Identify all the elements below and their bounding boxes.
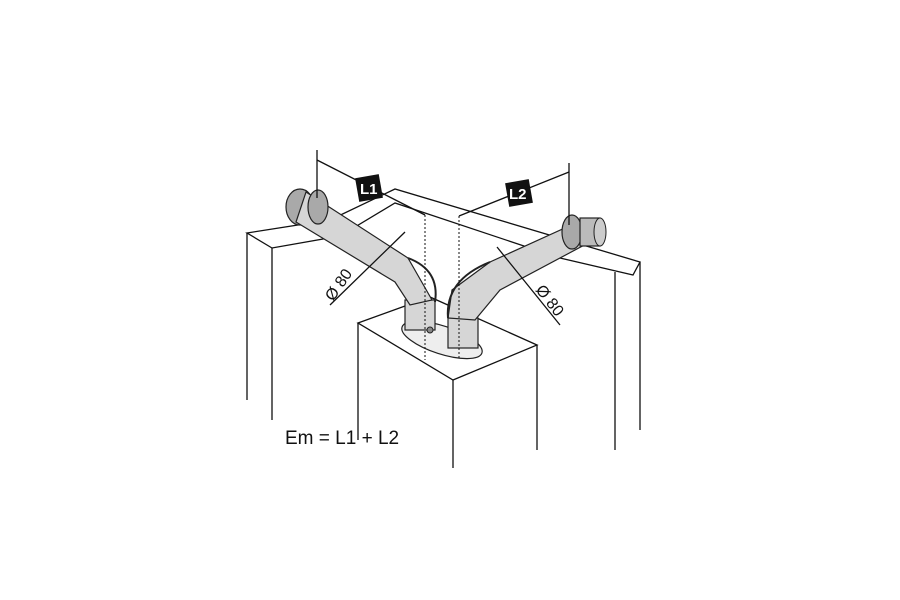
dimension-l2: L2: [458, 163, 570, 225]
dimension-l1: L1: [316, 150, 426, 216]
label-l1: L1: [360, 181, 378, 198]
left-wall: [245, 219, 342, 420]
formula-text: Em = L1 + L2: [285, 428, 400, 449]
label-l2: L2: [509, 186, 527, 203]
right-wall: [614, 262, 641, 450]
left-flue-pipe: [285, 188, 437, 306]
right-flue-pipe: [446, 214, 607, 321]
diameter-right-label: Ø 80: [532, 282, 567, 320]
